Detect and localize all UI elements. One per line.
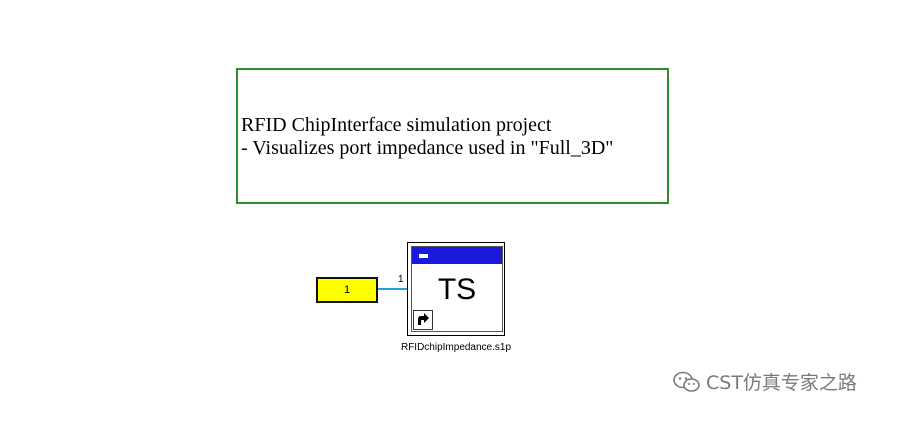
touchstone-block-body: TS: [411, 246, 503, 332]
watermark-text: CST仿真专家之路: [706, 372, 857, 394]
touchstone-titlebar: [412, 247, 502, 264]
port-label: 1: [343, 284, 351, 296]
shortcut-arrow-icon: [413, 310, 433, 330]
annotation-text: RFID ChipInterface simulation project - …: [241, 114, 613, 160]
annotation-line-2: - Visualizes port impedance used in "Ful…: [241, 137, 614, 159]
watermark: CST仿真专家之路: [672, 368, 857, 395]
window-icon: [419, 254, 428, 258]
touchstone-block[interactable]: TS: [407, 242, 505, 336]
wechat-icon: [672, 370, 702, 394]
port-block[interactable]: 1: [316, 277, 378, 303]
touchstone-filename: RFIDchipImpedance.s1p: [400, 342, 512, 353]
annotation-text-box[interactable]: RFID ChipInterface simulation project - …: [236, 68, 669, 204]
touchstone-label: TS: [437, 273, 477, 306]
annotation-line-1: RFID ChipInterface simulation project: [241, 114, 552, 136]
connection-wire[interactable]: [378, 288, 411, 290]
pin-number-label: 1: [398, 274, 404, 285]
